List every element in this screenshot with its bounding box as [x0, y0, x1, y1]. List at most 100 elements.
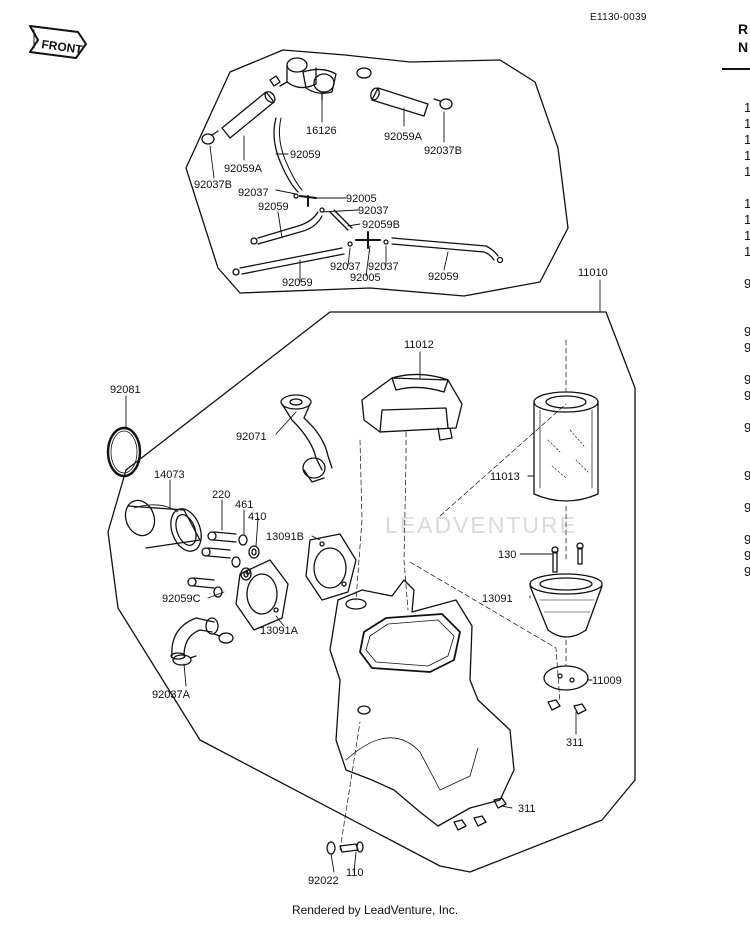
- side-column-item: [744, 292, 750, 308]
- filter-element-11013: [533, 391, 599, 502]
- label-461: 461: [235, 499, 253, 511]
- side-column-item: 1: [744, 116, 750, 131]
- side-column-item: 9: [744, 548, 750, 563]
- side-column-item: 1: [744, 164, 750, 179]
- label-92037b-right: 92037B: [424, 145, 462, 157]
- plate-11009: [543, 665, 589, 691]
- hose-92059b: [329, 209, 353, 231]
- guide-lines: [339, 339, 567, 851]
- washer-92022: [326, 841, 336, 855]
- side-column-item: [744, 404, 750, 420]
- gasket-13091b: [305, 533, 357, 601]
- side-column-item: 1: [744, 212, 750, 227]
- hose-92059-lower-right: [391, 237, 499, 261]
- side-column-item: [744, 356, 750, 372]
- label-92059-lower-left: 92059: [282, 277, 313, 289]
- bolts-130: [551, 542, 584, 573]
- label-11013: 11013: [490, 471, 520, 483]
- side-column-item: [744, 180, 750, 196]
- watermark: LEADVENTURE: [385, 512, 577, 538]
- side-column-item: 1: [744, 100, 750, 115]
- label-92005-lower: 92005: [350, 272, 381, 284]
- cover-11012: [361, 373, 463, 441]
- label-92059a-right: 92059A: [384, 131, 423, 143]
- side-column-item: 1: [744, 228, 750, 243]
- screws-220: [187, 531, 237, 589]
- label-14073: 14073: [154, 469, 185, 481]
- side-column-item: [744, 308, 750, 324]
- side-column-item: 9: [744, 564, 750, 579]
- side-column-item: [744, 436, 750, 452]
- label-92037-a: 92037: [238, 187, 269, 199]
- label-11009: 11009: [592, 675, 622, 687]
- document-id: E1130-0039: [590, 12, 647, 23]
- label-92071: 92071: [236, 431, 267, 443]
- clamp-92037b-left: [201, 130, 219, 145]
- side-column-item: 9: [744, 340, 750, 355]
- side-column-item: 1: [744, 196, 750, 211]
- label-92059a-left: 92059A: [224, 163, 263, 175]
- nuts-311: [453, 699, 587, 831]
- side-column-header-r: R: [738, 21, 749, 37]
- label-13091: 13091: [482, 593, 513, 605]
- label-11012: 11012: [404, 339, 434, 351]
- breather-valve: [269, 57, 337, 101]
- front-tag-label: FRONT: [41, 37, 85, 57]
- side-column-item: 9: [744, 500, 750, 515]
- label-11010: 11010: [578, 267, 608, 279]
- air-duct-14073: [124, 499, 202, 552]
- front-arrow-icon: FRONT: [29, 25, 87, 59]
- label-110: 110: [346, 867, 364, 879]
- washers-461: [213, 534, 248, 598]
- hose-92059-mid: [257, 211, 323, 245]
- label-92059-top: 92059: [290, 149, 321, 161]
- side-column-header: R N: [738, 20, 748, 56]
- label-13091a: 13091A: [260, 625, 299, 637]
- element-holder-13091: [529, 573, 603, 638]
- label-311-right: 311: [566, 737, 584, 749]
- label-92037a: 92037A: [152, 689, 191, 701]
- label-16126: 16126: [306, 125, 337, 137]
- label-220: 220: [212, 489, 230, 501]
- label-130: 130: [498, 549, 516, 561]
- leader-lines: [125, 99, 601, 873]
- side-column-item: 9: [744, 420, 750, 435]
- gasket-13091a: [235, 559, 289, 631]
- side-column-item: 1: [744, 132, 750, 147]
- label-92037-b: 92037: [358, 205, 389, 217]
- label-92037b-left: 92037B: [194, 179, 232, 191]
- air-cleaner-outline: [107, 311, 636, 873]
- label-92037-c: 92037: [330, 261, 361, 273]
- label-92081: 92081: [110, 384, 141, 396]
- label-311-lower: 311: [518, 803, 536, 815]
- side-column-header-n: N: [738, 39, 749, 55]
- label-13091b: 13091B: [266, 531, 304, 543]
- side-column-rule: [722, 68, 750, 70]
- side-column-item: 1: [744, 244, 750, 259]
- clamp-92037a: [172, 654, 197, 666]
- air-cleaner-case: [329, 579, 515, 827]
- side-column-item: [744, 484, 750, 500]
- footer-credit: Rendered by LeadVenture, Inc.: [291, 903, 459, 917]
- side-column-item: [744, 452, 750, 468]
- elbow-hose-92059c: [170, 617, 219, 660]
- side-column-item: 1: [744, 148, 750, 163]
- side-column-item: [744, 516, 750, 532]
- label-92037-d: 92037: [368, 261, 399, 273]
- label-92059b: 92059B: [362, 219, 400, 231]
- callout-labels: 16126 92059A 92037B 92059A 92059 92037B …: [110, 125, 622, 887]
- hose-92059a-left: [221, 91, 276, 139]
- t-fitting-92005-upper: [293, 193, 325, 213]
- o-ring-92081: [106, 426, 142, 478]
- t-fitting-92005-lower: [347, 231, 389, 249]
- hose-92059-lower-left: [239, 247, 345, 275]
- hose-92059a-right: [370, 87, 429, 117]
- side-column-item: 9: [744, 532, 750, 547]
- hose-group-outline: [185, 49, 569, 297]
- side-column-item: 9: [744, 468, 750, 483]
- label-410: 410: [248, 511, 266, 523]
- side-column-item: 9: [744, 372, 750, 387]
- hose-92059-top: [273, 117, 299, 193]
